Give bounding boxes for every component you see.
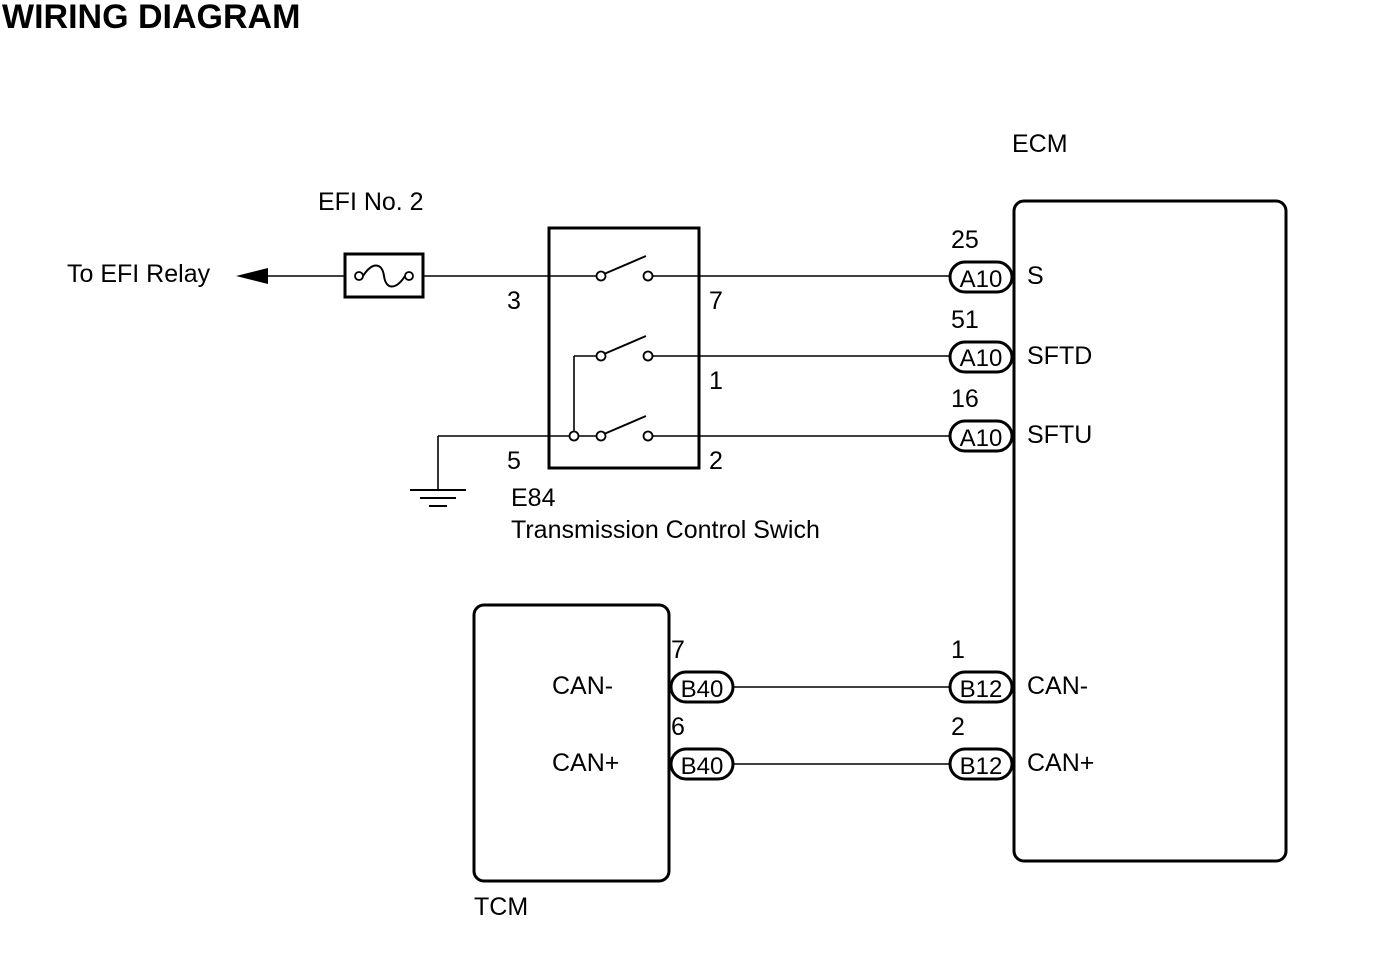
switch-contact-sftd [595,335,654,362]
connector-pill [948,419,1014,453]
tcm-pin-number: 6 [671,713,685,741]
switch-pin-1: 1 [709,367,723,395]
page-title: WIRING DIAGRAM [2,0,300,36]
tcm-signal: CAN- [552,672,613,700]
ecm-signal: CAN+ [1027,749,1094,777]
switch-common-node [568,430,580,442]
connector-label: B40 [681,676,724,703]
ecm-pin-number: 1 [951,636,965,664]
connector-pill [948,260,1014,294]
ecm-signal: SFTD [1027,342,1092,370]
ecm-signal: SFTU [1027,421,1092,449]
tcm-label: TCM [474,893,528,921]
efi-relay-label: To EFI Relay [67,260,211,288]
ecm-signal: S [1027,262,1044,290]
connector-label: A10 [960,345,1003,372]
tcm-pin-number: 7 [671,636,685,664]
ecm-pin-number: 51 [951,306,979,334]
ecm-pin-number: 25 [951,226,979,254]
connector-label: B40 [681,753,724,780]
switch-name: Transmission Control Swich [511,516,820,544]
switch-pin-5: 5 [507,447,521,475]
connector-label: A10 [960,425,1003,452]
connector-label: A10 [960,266,1003,293]
ecm-pin-number: 16 [951,385,979,413]
switch-pin-2: 2 [709,447,723,475]
switch-code: E84 [511,484,556,512]
fuse-label: EFI No. 2 [318,188,424,216]
switch-contact-sftu [595,415,654,442]
ecm-signal: CAN- [1027,672,1088,700]
switch-contact-s [595,255,654,282]
ecm-label: ECM [1012,130,1068,158]
tcm-box [472,603,671,883]
switch-box [547,226,701,470]
connector-label: B12 [960,753,1003,780]
ecm-box [1012,199,1288,863]
tcm-signal: CAN+ [552,749,619,777]
fuse-icon [343,252,425,299]
arrow-left-icon [236,268,268,284]
connector-label: B12 [960,676,1003,703]
switch-pin-3: 3 [507,287,521,315]
connector-pill [948,340,1014,374]
switch-pin-7: 7 [709,287,723,315]
ground-icon [410,489,466,507]
ecm-pin-number: 2 [951,713,965,741]
